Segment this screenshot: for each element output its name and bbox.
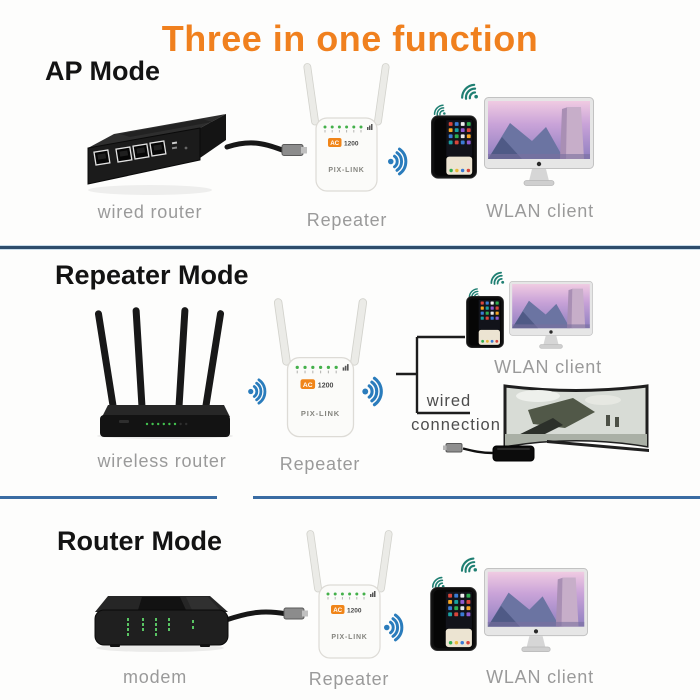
smartphone-image [430,587,477,651]
svg-text:1200: 1200 [347,608,362,615]
svg-text:1200: 1200 [318,382,334,389]
repeater-device-image: AC 1200 PIX-LINK [303,63,390,192]
apple-logo-icon [536,161,542,167]
wireless-router-image [94,307,233,439]
page-title: Three in one function [161,18,539,59]
imac-image [509,281,593,349]
smartphone-image [431,115,477,179]
apple-logo-icon [533,629,539,634]
wired-note-line2: connection [411,416,501,434]
curved-tv-image [443,384,649,462]
router-mode-heading: Router Mode [57,526,222,556]
imac-image [484,568,588,653]
modem-label: modem [122,667,188,687]
svg-text:1200: 1200 [344,141,359,148]
repeater-led-row [295,364,349,374]
svg-text:PIX-LINK: PIX-LINK [331,634,367,641]
wifi-signal-icon [383,613,404,642]
svg-text:PIX-LINK: PIX-LINK [328,167,364,174]
wired-note-line1: wired [426,392,472,410]
repeater-label: Repeater [279,454,361,474]
app-grid [448,122,471,145]
usb-cable [462,447,494,455]
wifi-waves-icon [490,271,505,285]
wifi-waves-icon [460,557,477,573]
section-divider [253,496,700,499]
repeater-device-image: AC 1200 PIX-LINK [273,298,368,438]
wlan-client-label: WLAN client [486,201,594,221]
svg-text:AC: AC [333,607,342,614]
repeater-mode-heading: Repeater Mode [55,260,249,290]
section-divider [0,496,217,499]
repeater-led-row [326,591,376,600]
wired-router-image [87,114,226,195]
apple-logo-icon [549,330,553,334]
smartphone-image [466,296,504,348]
usb-plug [445,443,463,453]
wifi-signal-icon [387,147,408,176]
router-led-row [145,422,188,426]
modem-led-columns [127,618,194,636]
svg-text:AC: AC [303,382,313,389]
wifi-signal-icon [362,376,383,407]
svg-text:AC: AC [330,140,339,147]
wifi-signal-icon [248,378,267,405]
wlan-client-label: WLAN client [486,667,594,687]
section-divider [0,245,700,250]
ap-mode-heading: AP Mode [45,56,161,86]
repeater-device-image: AC 1200 PIX-LINK [306,530,393,659]
svg-text:PIX-LINK: PIX-LINK [301,409,340,418]
wlan-client-label: WLAN client [494,357,602,377]
repeater-label: Repeater [306,210,388,230]
imac-image [484,97,594,186]
tv-stand [547,440,649,452]
repeater-label: Repeater [308,669,390,689]
modem-image [94,596,229,652]
wireless-router-label: wireless router [97,451,227,471]
repeater-led-row [323,124,373,133]
wifi-waves-icon [461,83,478,100]
wifi-waves-icon [433,104,446,116]
wired-router-label: wired router [97,202,203,222]
